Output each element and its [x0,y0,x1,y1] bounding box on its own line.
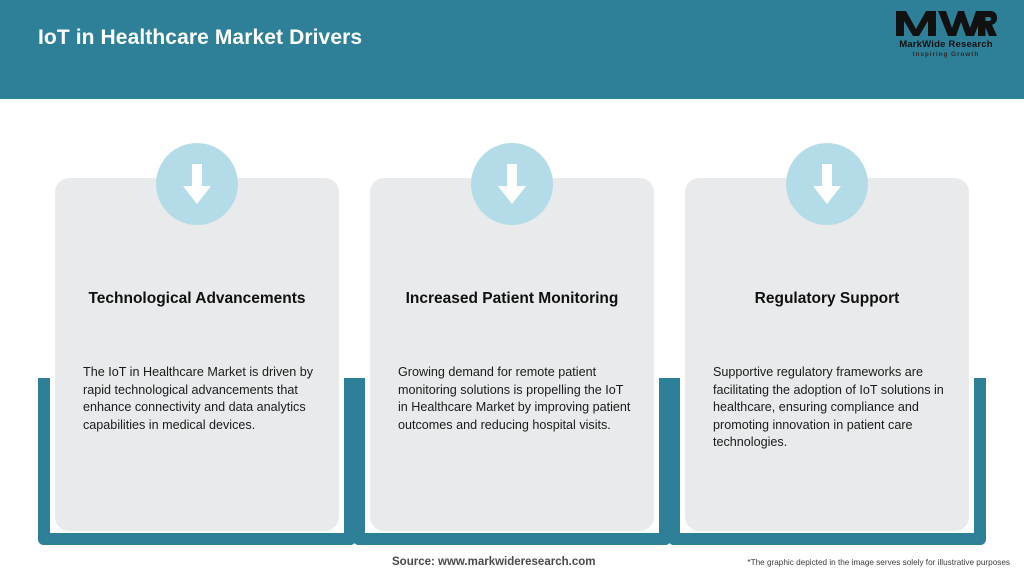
driver-card-1[interactable]: Technological Advancements The IoT in He… [38,143,356,545]
card-title: Regulatory Support [754,290,900,307]
mwr-logo-icon [896,11,997,36]
card-title: Increased Patient Monitoring [405,290,619,307]
card-panel: Regulatory Support Supportive regulatory… [685,178,969,531]
down-arrow-icon [471,143,553,225]
disclaimer-note: *The graphic depicted in the image serve… [747,558,1010,567]
driver-card-3[interactable]: Regulatory Support Supportive regulatory… [668,143,986,545]
logo-company-name: MarkWide Research [899,39,993,50]
brand-logo: MarkWide Research Inspiring Growth [886,8,1006,62]
card-body-text: Supportive regulatory frameworks are fac… [713,365,944,449]
driver-card-2[interactable]: Increased Patient Monitoring Growing dem… [353,143,671,545]
card-panel: Increased Patient Monitoring Growing dem… [370,178,654,531]
header-bar [0,0,1024,99]
card-title: Technological Advancements [88,290,306,307]
down-arrow-glyph [498,164,526,204]
card-accent-frame [668,378,986,545]
page-title: IoT in Healthcare Market Drivers [38,26,363,49]
card-body-text: Growing demand for remote patient monito… [398,365,631,432]
down-arrow-glyph [183,164,211,204]
source-label: Source: www.markwideresearch.com [392,556,596,568]
down-arrow-glyph [813,164,841,204]
logo-tagline: Inspiring Growth [912,51,980,58]
down-arrow-icon [156,143,238,225]
down-arrow-icon [786,143,868,225]
card-body-text: The IoT in Healthcare Market is driven b… [83,365,314,432]
card-panel: Technological Advancements The IoT in He… [55,178,339,531]
